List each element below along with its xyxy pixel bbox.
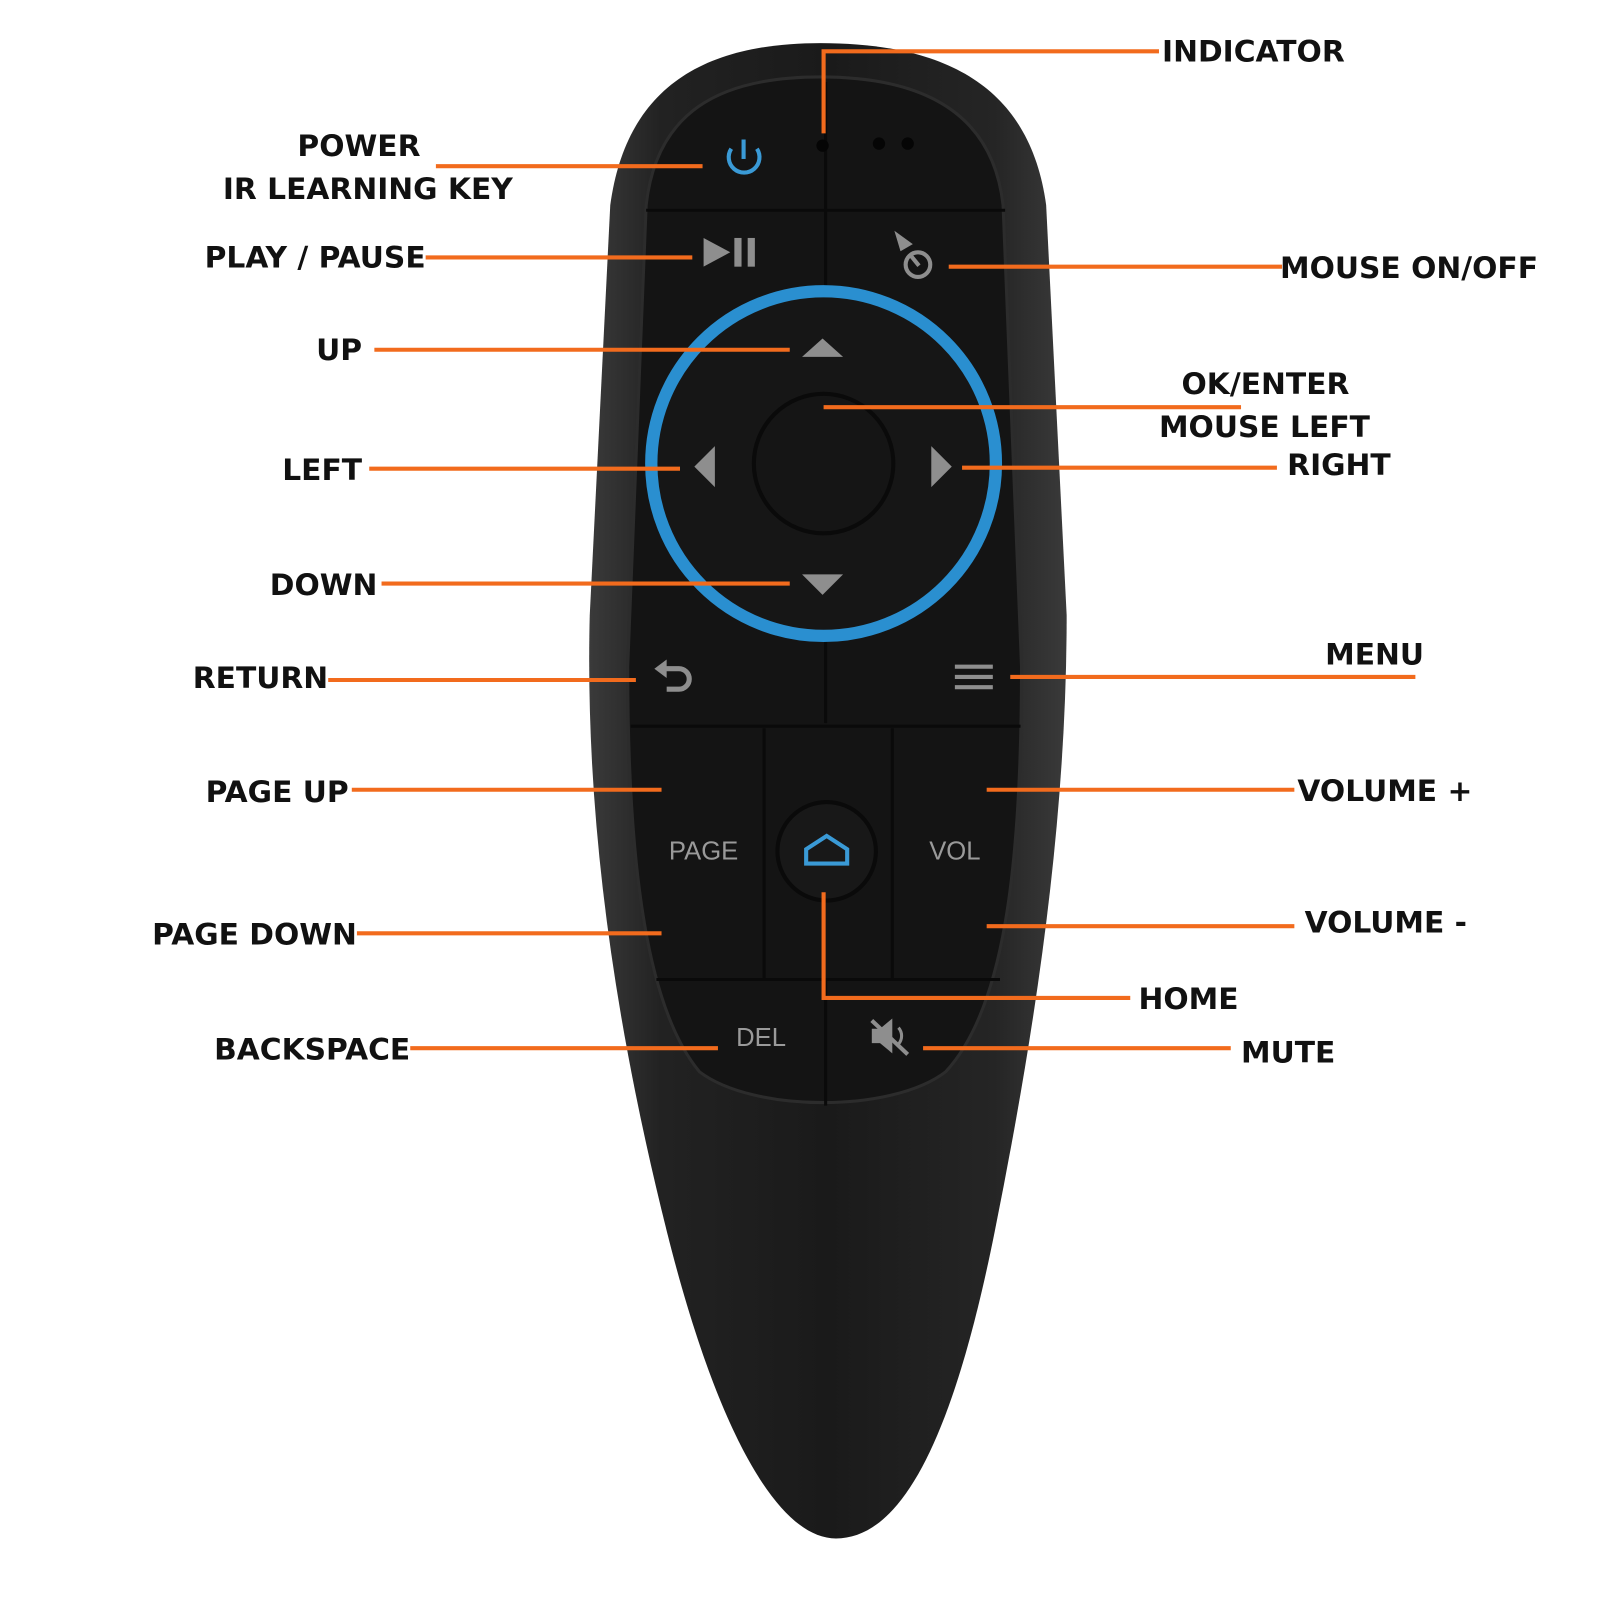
- label-home: HOME: [1138, 982, 1238, 1017]
- indicator-led: [816, 139, 829, 152]
- mic-hole: [872, 137, 886, 150]
- label-volume-down: VOLUME -: [1305, 905, 1467, 940]
- label-indicator: INDICATOR: [1162, 35, 1345, 70]
- label-page-up: PAGE UP: [206, 775, 349, 810]
- label-backspace: BACKSPACE: [214, 1032, 410, 1067]
- down-arrow-icon[interactable]: [802, 574, 844, 595]
- page-key-label[interactable]: PAGE: [669, 837, 738, 865]
- label-volume-up: VOLUME +: [1297, 774, 1472, 809]
- label-menu: MENU: [1325, 638, 1424, 673]
- del-key-label[interactable]: DEL: [736, 1024, 786, 1052]
- home-icon: [804, 833, 850, 866]
- label-power: POWER: [297, 129, 420, 164]
- mic-hole: [901, 137, 914, 150]
- mute-icon[interactable]: [870, 1018, 910, 1056]
- label-ok-enter: OK/ENTER: [1182, 367, 1350, 402]
- label-up: UP: [316, 333, 362, 368]
- home-button[interactable]: [775, 799, 878, 903]
- label-right: RIGHT: [1287, 448, 1391, 483]
- power-icon[interactable]: [726, 139, 762, 175]
- up-arrow-icon[interactable]: [802, 338, 844, 357]
- label-page-down: PAGE DOWN: [152, 918, 357, 953]
- label-down: DOWN: [270, 568, 378, 603]
- label-ir-learning: IR LEARNING KEY: [223, 172, 513, 207]
- menu-icon[interactable]: [954, 664, 993, 690]
- vol-key-label[interactable]: VOL: [929, 837, 980, 865]
- label-mouse-toggle: MOUSE ON/OFF: [1280, 251, 1538, 286]
- label-return: RETURN: [193, 661, 328, 696]
- label-mouse-left: MOUSE LEFT: [1159, 410, 1371, 445]
- callout-lines: [328, 49, 1416, 1051]
- left-arrow-icon[interactable]: [694, 446, 715, 488]
- right-arrow-icon[interactable]: [931, 446, 952, 488]
- label-play-pause: PLAY / PAUSE: [205, 241, 426, 276]
- ok-button[interactable]: [751, 391, 896, 536]
- label-left: LEFT: [282, 453, 363, 488]
- label-mute: MUTE: [1241, 1036, 1335, 1071]
- play-pause-icon[interactable]: [703, 237, 755, 267]
- return-icon[interactable]: [654, 659, 692, 692]
